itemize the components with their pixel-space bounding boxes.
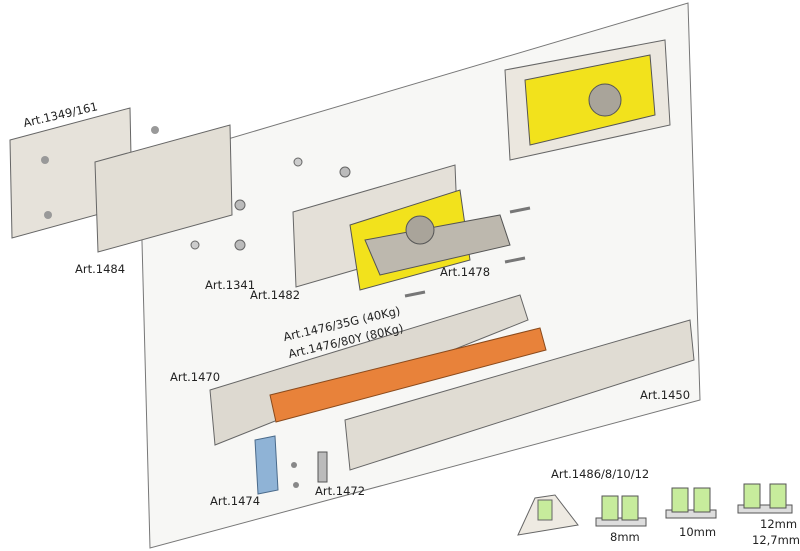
stopper-1474: [254, 435, 279, 495]
label-art-1470: Art.1470: [170, 370, 221, 384]
damper-1476: [269, 327, 547, 423]
label-art-1341: Art.1341: [205, 278, 256, 292]
size-8mm: 8mm: [610, 530, 640, 544]
size-12mm: 12mm: [760, 517, 798, 531]
label-art-1474: Art.1474: [210, 494, 261, 508]
label-art-1484: Art.1484: [75, 262, 126, 276]
clip-10mm: [665, 487, 717, 519]
clip-12mm: [737, 483, 793, 514]
label-art-1472: Art.1472: [315, 484, 366, 498]
label-art-1486: Art.1486/8/10/12: [551, 467, 650, 481]
label-art-1450: Art.1450: [640, 388, 691, 402]
size-12-7mm: 12,7mm: [752, 533, 800, 547]
label-art-1482: Art.1482: [250, 288, 301, 302]
bracket-1472: [317, 451, 328, 483]
label-art-1478: Art.1478: [440, 265, 491, 279]
size-10mm: 10mm: [679, 525, 717, 539]
plate-1484: [94, 124, 233, 253]
track-1450: [344, 319, 695, 471]
clip-8mm: [595, 495, 647, 527]
